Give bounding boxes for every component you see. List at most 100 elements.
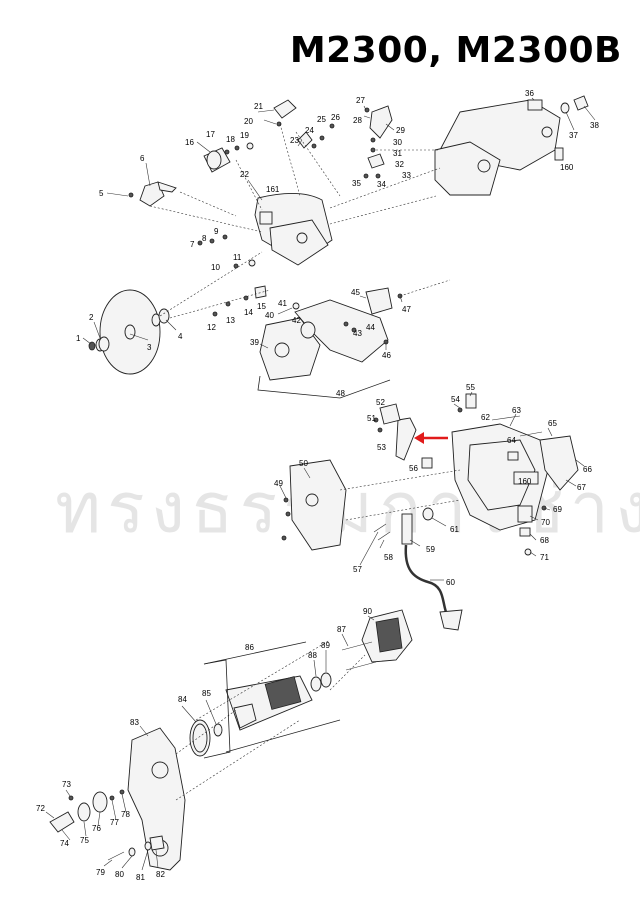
spindle-cover (203, 147, 231, 173)
label-79: 79 (96, 868, 105, 877)
label-61: 61 (450, 525, 459, 534)
red-arrow (414, 432, 448, 444)
handle-clip (273, 99, 297, 127)
label-67: 67 (577, 483, 586, 492)
label-6: 6 (140, 154, 145, 163)
flange-outer (98, 336, 110, 352)
lower-guard-screws (212, 285, 403, 345)
label-49: 49 (274, 479, 283, 488)
handle-bolts (373, 513, 413, 545)
label-10: 10 (211, 263, 220, 272)
label-160-housing: 160 (518, 477, 532, 486)
label-11: 11 (233, 253, 242, 262)
label-3: 3 (147, 343, 152, 352)
label-54: 54 (451, 395, 460, 404)
label-47: 47 (402, 305, 411, 314)
label-160-top: 160 (560, 163, 574, 172)
label-48: 48 (336, 389, 345, 398)
label-12: 12 (207, 323, 216, 332)
label-32: 32 (395, 160, 404, 169)
guard-lever (128, 181, 177, 207)
label-35: 35 (352, 179, 361, 188)
label-52: 52 (376, 398, 385, 407)
label-38: 38 (590, 121, 599, 130)
label-16: 16 (185, 138, 194, 147)
blade-guard (254, 193, 333, 266)
label-39: 39 (250, 338, 259, 347)
label-17: 17 (206, 130, 215, 139)
leader-lines (45, 97, 596, 871)
label-70: 70 (541, 518, 550, 527)
label-37: 37 (569, 131, 578, 140)
label-69: 69 (553, 505, 562, 514)
label-18: 18 (226, 135, 235, 144)
label-56: 56 (409, 464, 418, 473)
label-13: 13 (226, 316, 235, 325)
label-86: 86 (245, 643, 254, 652)
label-75: 75 (80, 836, 89, 845)
label-84: 84 (178, 695, 187, 704)
belt-cover-left (281, 459, 347, 551)
label-22: 22 (240, 170, 249, 179)
label-64: 64 (507, 436, 516, 445)
label-20: 20 (244, 117, 253, 126)
bearing-nut (554, 95, 589, 161)
label-81: 81 (136, 873, 145, 882)
label-85: 85 (202, 689, 211, 698)
label-33: 33 (402, 171, 411, 180)
label-21: 21 (254, 102, 263, 111)
label-1: 1 (76, 334, 81, 343)
baffle-ring (189, 719, 223, 757)
label-65: 65 (548, 419, 557, 428)
label-50: 50 (299, 459, 308, 468)
label-77: 77 (110, 818, 119, 827)
label-90: 90 (363, 607, 372, 616)
label-8: 8 (202, 234, 207, 243)
gear-housing (451, 423, 579, 531)
label-88: 88 (308, 651, 317, 660)
label-89: 89 (321, 641, 330, 650)
label-161: 161 (266, 185, 280, 194)
motor-housing (434, 99, 561, 196)
label-80: 80 (115, 870, 124, 879)
switch-small-parts (297, 123, 335, 149)
label-42: 42 (292, 316, 301, 325)
label-4: 4 (178, 332, 183, 341)
label-29: 29 (396, 126, 405, 135)
label-24: 24 (305, 126, 314, 135)
power-cord (404, 544, 463, 631)
label-15: 15 (257, 302, 266, 311)
label-74: 74 (60, 839, 69, 848)
assembly-lines (149, 123, 461, 801)
label-58: 58 (384, 553, 393, 562)
label-46: 46 (382, 351, 391, 360)
field-coil (341, 609, 413, 671)
armature (225, 672, 332, 731)
label-63: 63 (512, 406, 521, 415)
label-87: 87 (337, 625, 346, 634)
label-26: 26 (331, 113, 340, 122)
label-30: 30 (393, 138, 402, 147)
label-5: 5 (99, 189, 104, 198)
label-59: 59 (426, 545, 435, 554)
label-83: 83 (130, 718, 139, 727)
label-43: 43 (353, 329, 362, 338)
saw-blade (99, 289, 161, 375)
label-31: 31 (393, 149, 402, 158)
label-14: 14 (244, 308, 253, 317)
label-28: 28 (353, 116, 362, 125)
screws-7-11 (197, 142, 256, 269)
label-45: 45 (351, 288, 360, 297)
label-73: 73 (62, 780, 71, 789)
label-9: 9 (214, 227, 219, 236)
group-brackets (203, 375, 391, 759)
label-82: 82 (156, 870, 165, 879)
label-72: 72 (36, 804, 45, 813)
part-labels: 1 2 3 4 5 6 7 8 9 10 11 12 13 14 15 16 1… (36, 89, 599, 882)
label-76: 76 (92, 824, 101, 833)
label-51: 51 (367, 414, 376, 423)
label-27: 27 (356, 96, 365, 105)
label-44: 44 (366, 323, 375, 332)
